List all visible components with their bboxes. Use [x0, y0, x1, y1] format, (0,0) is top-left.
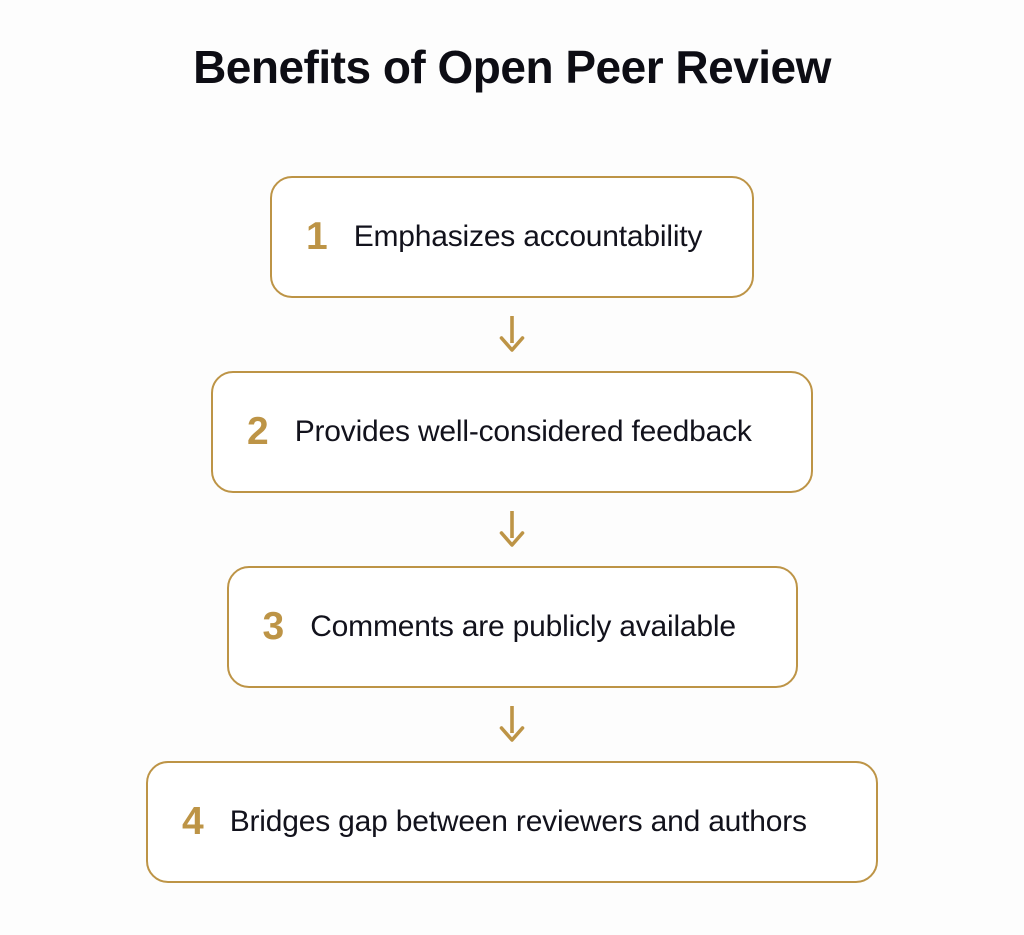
step-number-3: 3 — [262, 604, 285, 648]
step-label-3: Comments are publicly available — [310, 609, 736, 643]
step-box-4[interactable]: 4 Bridges gap between reviewers and auth… — [146, 761, 878, 883]
connector-2-to-3 — [499, 493, 525, 566]
step-label-2: Provides well-considered feedback — [294, 414, 752, 448]
benefits-flow-list: 1 Emphasizes accountability 2 Provides w… — [0, 176, 1024, 883]
step-label-4: Bridges gap between reviewers and author… — [229, 804, 807, 838]
connector-1-to-2 — [499, 298, 525, 371]
page-title: Benefits of Open Peer Review — [193, 41, 831, 93]
step-number-4: 4 — [182, 799, 204, 843]
step-box-2[interactable]: 2 Provides well-considered feedback — [211, 371, 813, 493]
step-label-1: Emphasizes accountability — [353, 219, 703, 253]
step-box-1[interactable]: 1 Emphasizes accountability — [270, 176, 754, 298]
step-number-1: 1 — [306, 214, 328, 258]
step-number-2: 2 — [247, 409, 269, 453]
connector-3-to-4 — [499, 688, 525, 761]
down-arrow-icon — [499, 705, 525, 742]
step-box-3[interactable]: 3 Comments are publicly available — [226, 566, 798, 688]
down-arrow-icon — [499, 315, 525, 352]
down-arrow-icon — [499, 510, 525, 547]
